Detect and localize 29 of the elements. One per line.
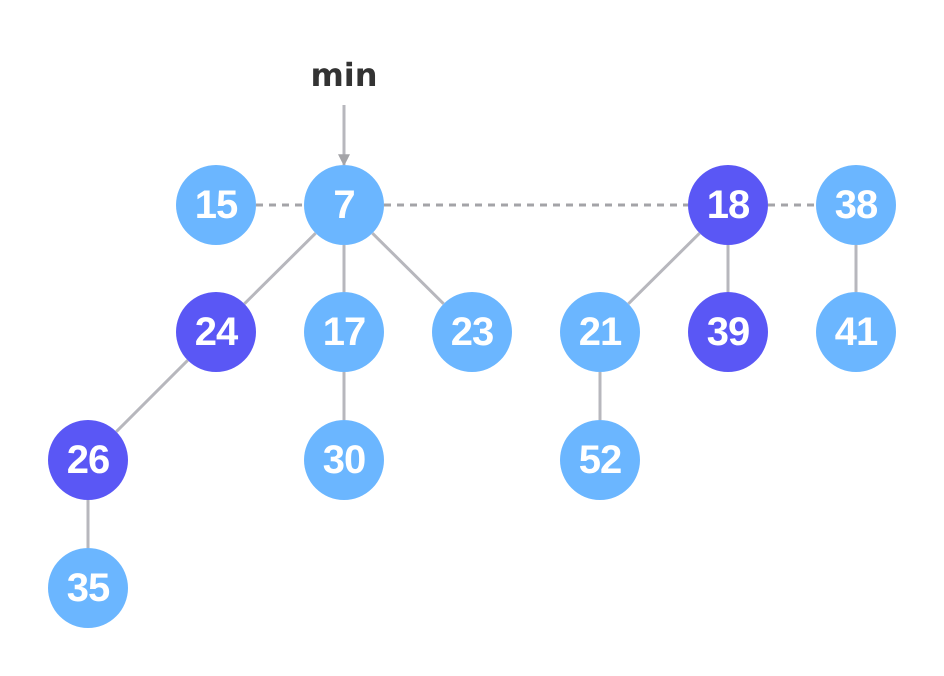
tree-edge: [115, 359, 189, 433]
tree-edge: [726, 245, 730, 292]
node-key: 15: [194, 182, 238, 228]
node-key: 52: [578, 438, 622, 482]
root-list-link: [384, 204, 688, 206]
node-key: 38: [834, 182, 878, 228]
node-key: 23: [450, 310, 494, 354]
root-list-link: [768, 204, 816, 206]
tree-edge: [598, 372, 602, 420]
tree-edge: [243, 232, 317, 305]
tree-edge: [342, 245, 346, 292]
arrow: [338, 105, 350, 166]
node-key: 21: [578, 310, 622, 354]
tree-edge: [854, 245, 858, 292]
node-key: 7: [333, 182, 355, 228]
node-key: 35: [66, 566, 110, 610]
node-key: 39: [706, 310, 750, 354]
min-pointer-label: min: [310, 56, 378, 94]
node-key: 18: [706, 182, 750, 228]
root-list-link: [256, 204, 304, 206]
node-key: 30: [322, 438, 366, 482]
node-key: 24: [194, 310, 238, 354]
tree-edge: [86, 500, 90, 548]
node-key: 17: [322, 310, 366, 354]
tree-edge: [342, 372, 346, 420]
tree-edge: [371, 232, 445, 305]
tree-edge: [627, 232, 701, 305]
node-key: 41: [834, 310, 878, 354]
node-key: 26: [66, 438, 110, 482]
